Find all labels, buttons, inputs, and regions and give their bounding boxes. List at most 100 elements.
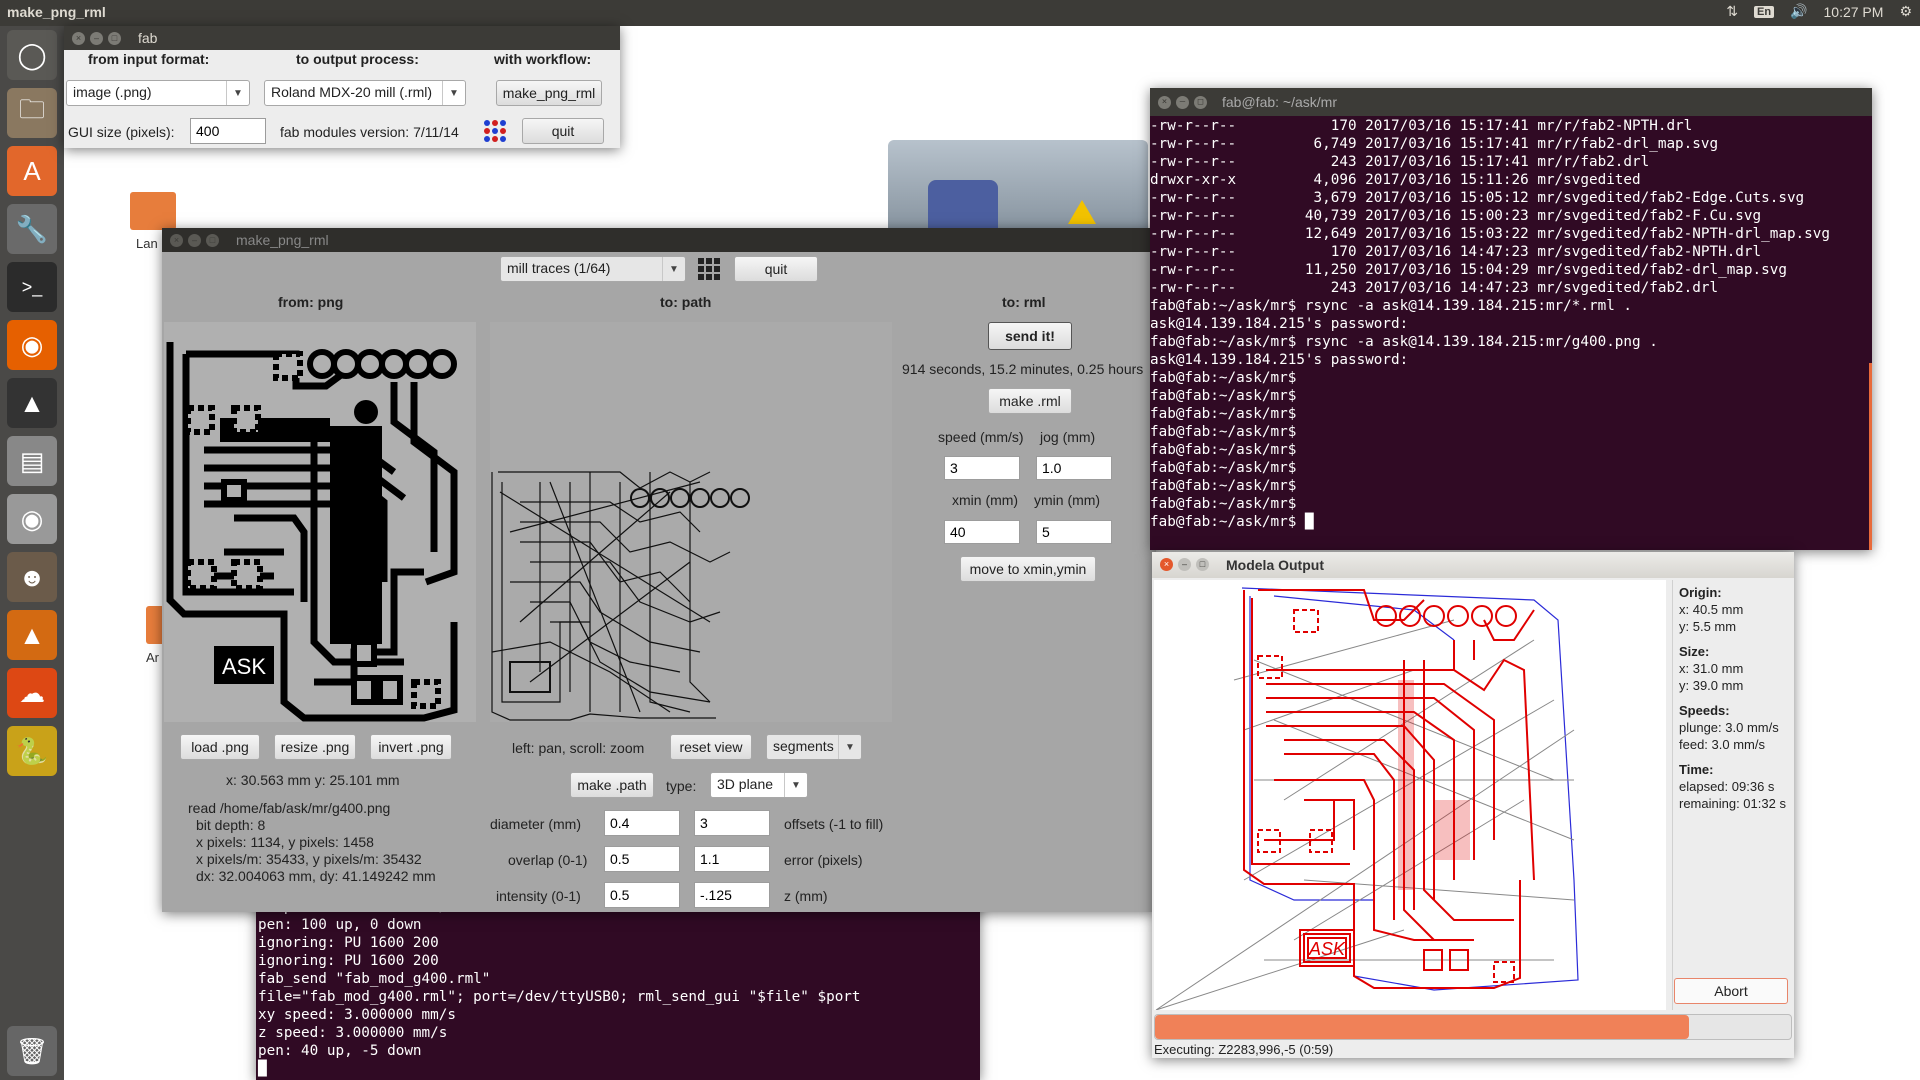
load-png-button[interactable]: load .png	[180, 734, 260, 760]
xmin-input[interactable]	[944, 520, 1020, 544]
warning-icon	[1068, 200, 1096, 224]
diameter-input[interactable]	[604, 810, 680, 836]
desktop-folder-label[interactable]: Ar	[146, 650, 159, 665]
size-label: Size:	[1679, 644, 1710, 659]
disk-icon[interactable]: ▤	[7, 436, 57, 486]
type-select[interactable]: 3D plane ▼	[710, 772, 808, 798]
process-select[interactable]: mill traces (1/64) ▼	[500, 256, 686, 282]
minimize-icon[interactable]: –	[1176, 96, 1189, 109]
path-preview[interactable]	[490, 322, 892, 722]
close-icon[interactable]: ×	[72, 32, 85, 45]
window-titlebar[interactable]: × – □ fab	[64, 26, 620, 50]
overlap-label: overlap (0-1)	[508, 852, 588, 868]
window-titlebar[interactable]: × – □ make_png_rml	[162, 228, 1156, 252]
clock[interactable]: 10:27 PM	[1823, 3, 1884, 20]
input-format-select[interactable]: image (.png) ▼	[66, 80, 250, 106]
output-process-select[interactable]: Roland MDX-20 mill (.rml) ▼	[264, 80, 466, 106]
gear-icon[interactable]: ⚙	[1899, 3, 1912, 19]
error-label: error (pixels)	[784, 852, 863, 868]
move-to-xmin-ymin-button[interactable]: move to xmin,ymin	[960, 556, 1096, 582]
maximize-icon[interactable]: □	[1196, 558, 1209, 571]
png-preview[interactable]: ASK	[164, 322, 476, 722]
overlap-input[interactable]	[604, 846, 680, 872]
window-titlebar[interactable]: × – □ fab@fab: ~/ask/mr	[1150, 88, 1872, 116]
make-path-button[interactable]: make .path	[570, 772, 654, 798]
grid-icon[interactable]	[698, 258, 722, 282]
dvd-icon[interactable]: ◉	[7, 494, 57, 544]
progress-bar-fill	[1155, 1015, 1690, 1039]
make-rml-button[interactable]: make .rml	[988, 388, 1072, 414]
minimize-icon[interactable]: –	[188, 234, 201, 247]
pan-zoom-hint: left: pan, scroll: zoom	[512, 740, 645, 756]
terminal-scrollbar[interactable]	[1869, 363, 1872, 550]
ymin-input[interactable]	[1036, 520, 1112, 544]
speed-input[interactable]	[944, 456, 1020, 480]
jog-input[interactable]	[1036, 456, 1112, 480]
view-mode-select[interactable]: segments ▼	[766, 734, 862, 760]
from-input-label: from input format:	[88, 51, 210, 67]
origin-y: y: 5.5 mm	[1679, 619, 1737, 634]
status-text: Executing: Z2283,996,-5 (0:59)	[1154, 1042, 1334, 1057]
toolpath-canvas[interactable]: ASK	[1154, 580, 1666, 1011]
reset-view-button[interactable]: reset view	[670, 734, 752, 760]
trash-icon[interactable]: 🗑	[7, 1026, 57, 1076]
maximize-icon[interactable]: □	[206, 234, 219, 247]
gimp-icon[interactable]: ☻	[7, 552, 57, 602]
send-it-button[interactable]: send it!	[988, 322, 1072, 350]
vlc-icon[interactable]: ▲	[7, 610, 57, 660]
close-icon[interactable]: ×	[1158, 96, 1171, 109]
terminal-line: pen: 100 up, 0 down	[258, 917, 422, 933]
toolpath-plot: ASK	[1155, 587, 1579, 1011]
terminal-line: -rw-r--r-- 12,649 2017/03/16 15:03:22 mr…	[1150, 226, 1830, 242]
error-input[interactable]	[694, 846, 770, 872]
size-y: y: 39.0 mm	[1679, 678, 1744, 693]
files-icon[interactable]: 🗀	[7, 88, 57, 138]
terminal-line: -rw-r--r-- 3,679 2017/03/16 15:05:12 mr/…	[1150, 190, 1805, 206]
terminal-line: -rw-r--r-- 243 2017/03/16 15:17:41 mr/r/…	[1150, 154, 1650, 170]
maximize-icon[interactable]: □	[108, 32, 121, 45]
terminal-cursor: █	[258, 1061, 267, 1077]
close-icon[interactable]: ×	[1160, 558, 1173, 571]
chevron-down-icon: ▼	[226, 81, 249, 105]
z-input[interactable]	[694, 882, 770, 908]
with-workflow-label: with workflow:	[494, 51, 592, 67]
settings-icon[interactable]: 🔧	[7, 204, 57, 254]
invert-png-button[interactable]: invert .png	[370, 734, 452, 760]
python-icon[interactable]: 🐍	[7, 726, 57, 776]
terminal-icon[interactable]: >_	[7, 262, 57, 312]
version-label: fab modules version: 7/11/14	[280, 124, 459, 140]
terminal-window-top[interactable]: × – □ fab@fab: ~/ask/mr -rw-r--r-- 170 2…	[1150, 88, 1872, 550]
maximize-icon[interactable]: □	[1194, 96, 1207, 109]
make-png-rml-window: × – □ make_png_rml mill traces (1/64) ▼ …	[162, 228, 1156, 912]
intensity-input[interactable]	[604, 882, 680, 908]
terminal-line: fab@fab:~/ask/mr$	[1150, 478, 1297, 494]
keyboard-layout-indicator[interactable]: En	[1754, 5, 1775, 18]
terminal-line: ignoring: PU 1600 200	[258, 953, 439, 969]
offsets-input[interactable]	[694, 810, 770, 836]
gui-size-input[interactable]	[190, 118, 266, 144]
workflow-button[interactable]: make_png_rml	[496, 80, 602, 106]
quit-button[interactable]: quit	[734, 256, 818, 282]
terminal-line: ask@14.139.184.215's password:	[1150, 352, 1409, 368]
software-center-icon[interactable]: A	[7, 146, 57, 196]
input-format-value: image (.png)	[73, 84, 152, 100]
abort-button[interactable]: Abort	[1674, 978, 1788, 1004]
minimize-icon[interactable]: –	[90, 32, 103, 45]
minimize-icon[interactable]: –	[1178, 558, 1191, 571]
desktop-folder-label[interactable]: Lan	[136, 236, 158, 251]
network-icon[interactable]: ⇅	[1726, 3, 1738, 19]
desktop-folder-icon[interactable]	[146, 606, 166, 644]
window-titlebar[interactable]: × – □ Modela Output	[1152, 552, 1794, 578]
dash-icon[interactable]: ◯	[7, 30, 57, 80]
close-icon[interactable]: ×	[170, 234, 183, 247]
inkscape-icon[interactable]: ▲	[7, 378, 57, 428]
firefox-icon[interactable]: ◉	[7, 320, 57, 370]
type-value: 3D plane	[717, 776, 774, 792]
indicator-area: ⇅ En 🔊 10:27 PM ⚙	[1726, 3, 1912, 20]
quit-button[interactable]: quit	[522, 118, 604, 144]
desktop-folder-icon[interactable]	[130, 192, 176, 230]
ubuntu-one-icon[interactable]: ☁	[7, 668, 57, 718]
volume-icon[interactable]: 🔊	[1790, 3, 1808, 19]
resize-png-button[interactable]: resize .png	[274, 734, 356, 760]
